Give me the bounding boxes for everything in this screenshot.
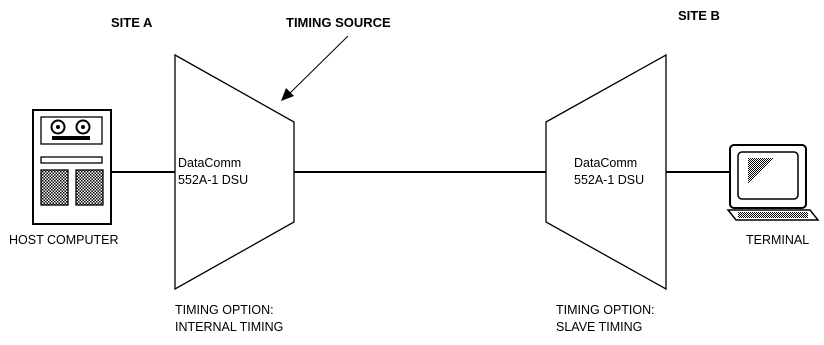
timing-source-label: TIMING SOURCE — [286, 15, 391, 30]
dsu-b-timing-option-value: SLAVE TIMING — [556, 320, 642, 334]
dsu-a-name: DataComm — [178, 156, 241, 170]
dsu-b-shape — [545, 53, 667, 291]
site-b-label: SITE B — [678, 8, 720, 23]
dsu-b-timing-option-label: TIMING OPTION: — [556, 303, 655, 317]
terminal-icon — [726, 144, 820, 221]
dsu-a-shape — [174, 53, 295, 291]
dsu-a-model: 552A-1 DSU — [178, 173, 248, 187]
host-computer-icon — [32, 109, 112, 225]
dsu-b-name: DataComm — [574, 156, 637, 170]
timing-source-arrow — [281, 35, 349, 101]
dsu-a-timing-option-value: INTERNAL TIMING — [175, 320, 283, 334]
terminal-label: TERMINAL — [746, 233, 809, 247]
host-computer-label: HOST COMPUTER — [9, 233, 119, 247]
dsu-b: DataComm 552A-1 DSU — [545, 53, 667, 291]
site-a-label: SITE A — [111, 15, 153, 30]
dsu-a: DataComm 552A-1 DSU — [174, 53, 295, 291]
dsu-a-timing-option-label: TIMING OPTION: — [175, 303, 274, 317]
dsu-b-model: 552A-1 DSU — [574, 173, 644, 187]
